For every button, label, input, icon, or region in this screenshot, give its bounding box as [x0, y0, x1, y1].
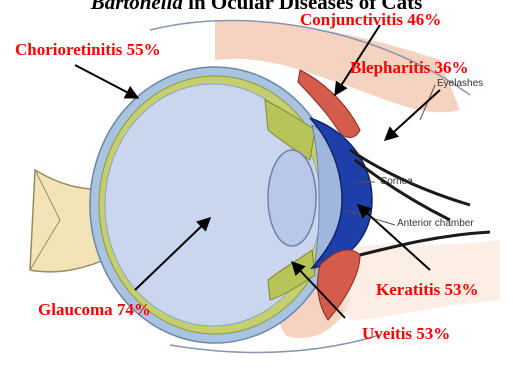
label-cornea: Cornea — [380, 176, 413, 187]
label-chorioretinitis: Chorioretinitis 55% — [15, 40, 161, 60]
lens — [268, 150, 316, 246]
label-anterior-chamber: Anterior chamber — [397, 218, 474, 229]
label-keratitis: Keratitis 53% — [376, 280, 478, 300]
label-glaucoma: Glaucoma 74% — [38, 300, 151, 320]
label-uveitis: Uveitis 53% — [362, 324, 450, 344]
label-eyelashes: Eyelashes — [437, 78, 483, 89]
label-conjunctivitis: Conjunctivitis 46% — [300, 10, 441, 30]
arrow-chorioretinitis — [75, 65, 138, 98]
label-blepharitis: Blepharitis 36% — [350, 58, 469, 78]
